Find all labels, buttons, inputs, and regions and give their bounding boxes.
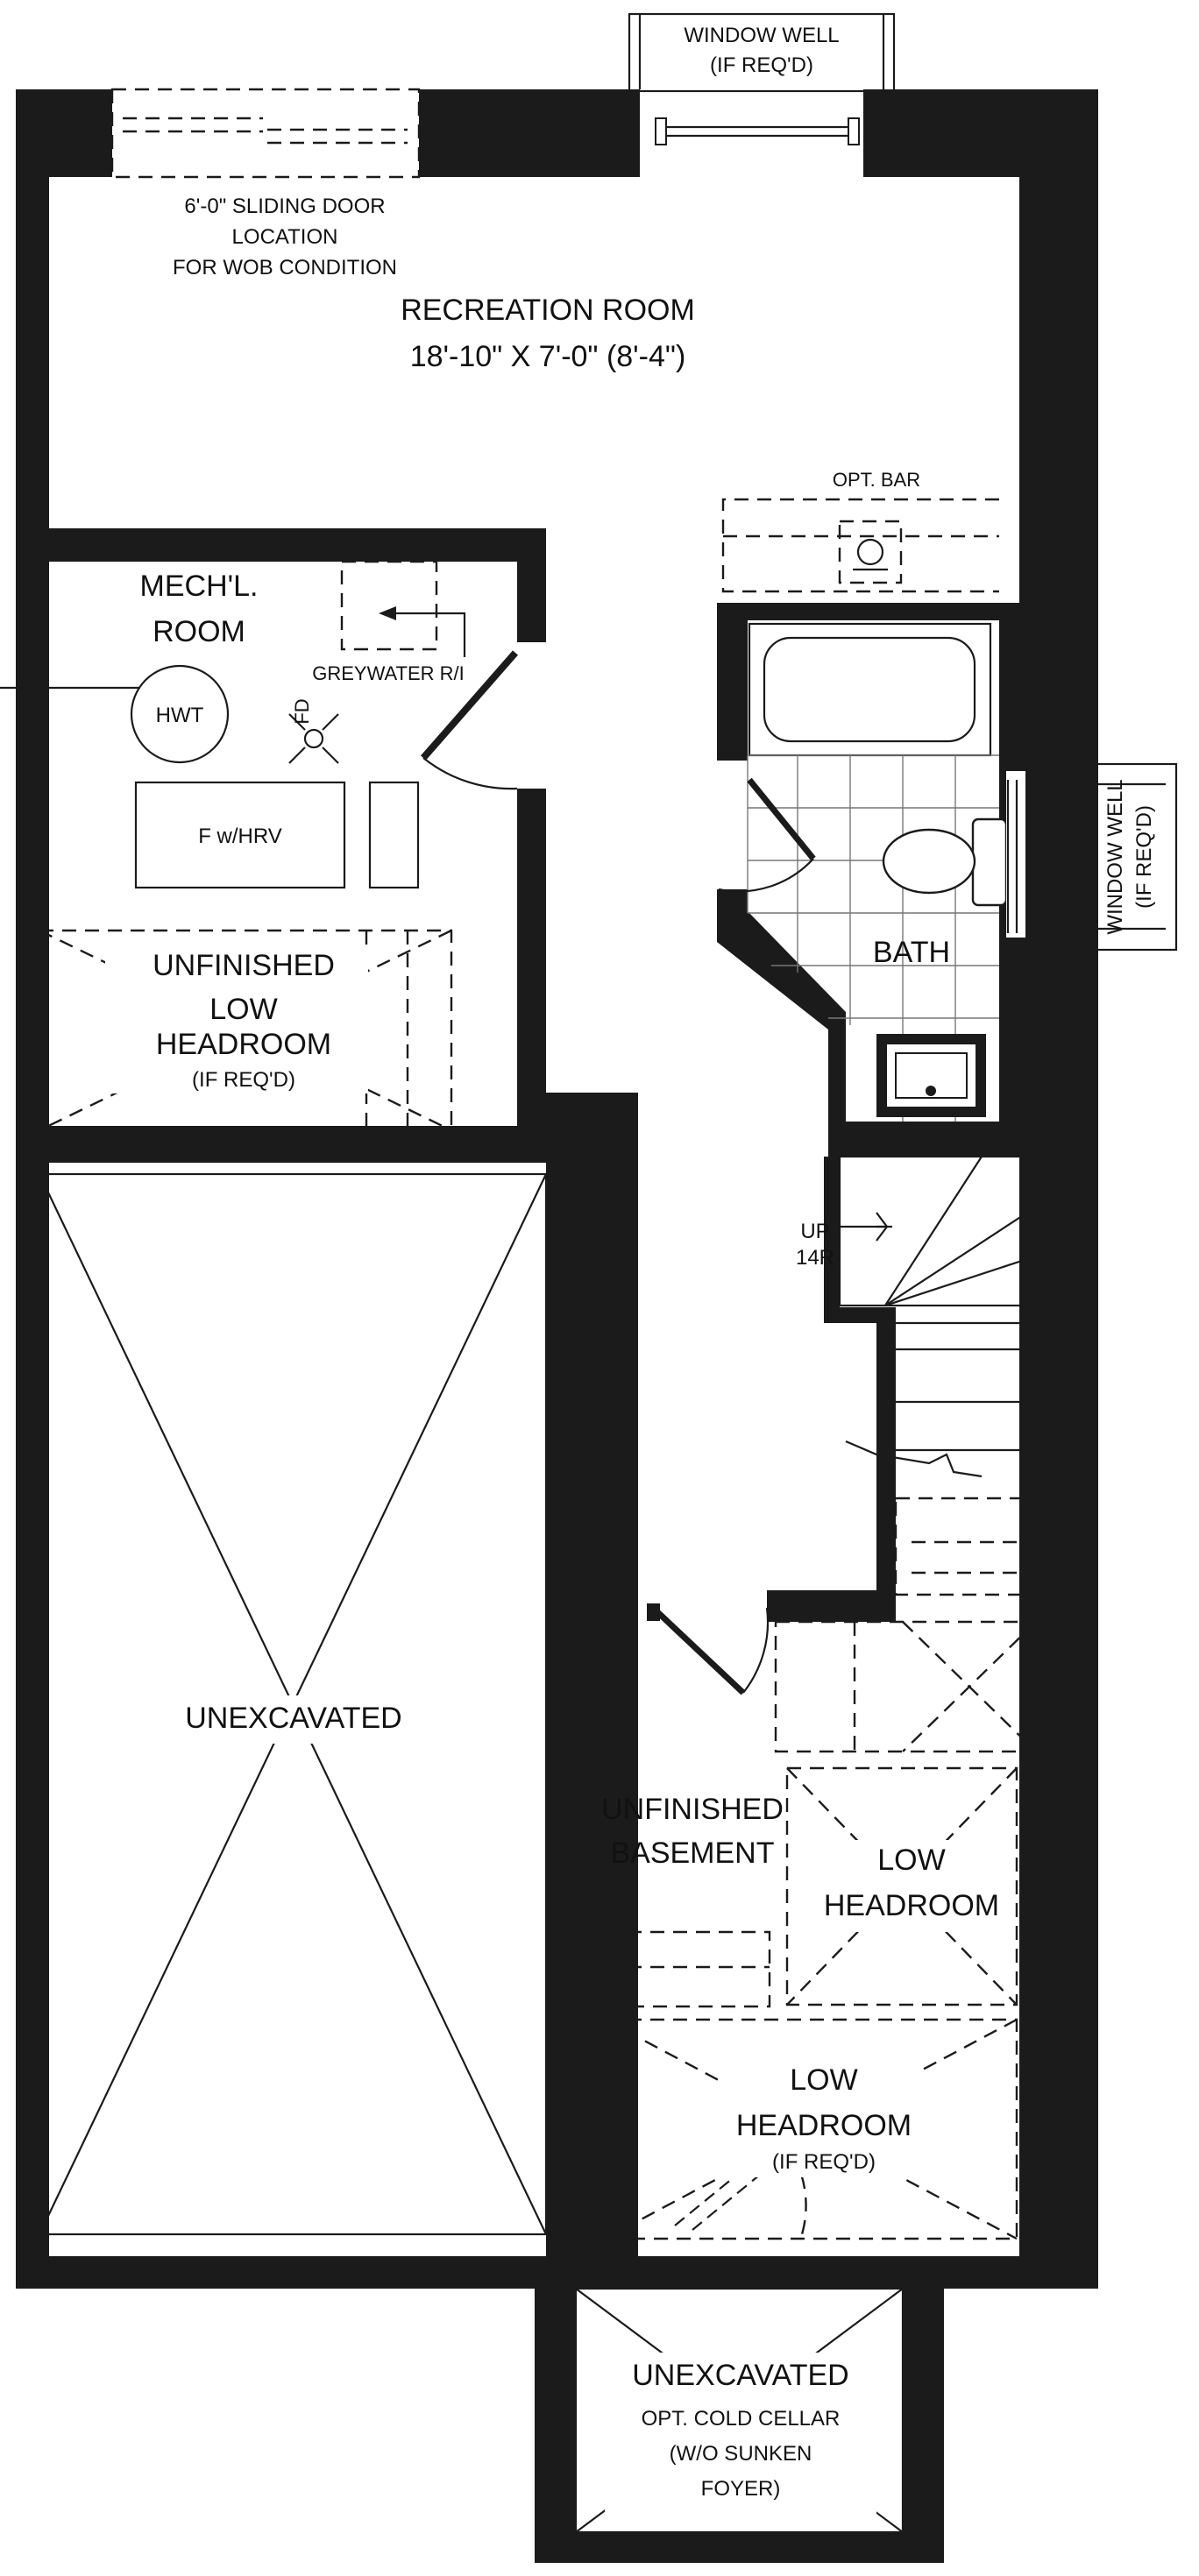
low-headroom-1-label: LOW <box>877 1844 945 1877</box>
cold-cellar-foyer: FOYER) <box>701 2477 781 2501</box>
unexcavated-area: UNEXCAVATED <box>38 1172 548 2236</box>
basement-door <box>650 1605 770 1695</box>
mech-room-label: MECH'L. <box>140 570 259 603</box>
if-req-mech-label: (IF REQ'D) <box>192 1068 295 1092</box>
basement-label: BASEMENT <box>610 1836 774 1870</box>
optional-bar: OPT. BAR <box>721 469 999 593</box>
cold-cellar-label: OPT. COLD CELLAR <box>642 2407 841 2431</box>
stairs: UP 14R <box>796 1155 1038 1596</box>
unexcavated-label: UNEXCAVATED <box>185 1702 401 1735</box>
unfinished-basement-label: UNFINISHED <box>601 1793 784 1826</box>
low-mech-label: LOW <box>209 993 277 1026</box>
greywater-label: GREYWATER R/I <box>312 662 465 684</box>
low-headroom-1-headroom: HEADROOM <box>824 1889 999 1922</box>
window-well-right: WINDOW WELL (IF REQ'D) <box>1006 762 1178 952</box>
sliding-door: 6'-0" SLIDING DOOR LOCATION FOR WOB COND… <box>110 88 421 280</box>
bathroom: BATH <box>718 622 1008 1122</box>
mech-room-label-2: ROOM <box>153 615 245 648</box>
unfinished-mech-label: UNFINISHED <box>153 949 335 982</box>
hwt-label: HWT <box>156 704 204 727</box>
low-headroom-2-ifreq: (IF REQ'D) <box>772 2150 876 2174</box>
window-well-top-note: (IF REQ'D) <box>710 53 813 77</box>
recreation-room-size: 18'-10" X 7'-0" (8'-4") <box>410 340 686 373</box>
stair-up-label: UP <box>800 1220 829 1243</box>
cold-cellar: UNEXCAVATED OPT. COLD CELLAR (W/O SUNKEN… <box>574 2287 905 2534</box>
fd-label: FD <box>291 698 313 724</box>
window-well-top-label: WINDOW WELL <box>684 24 839 47</box>
opt-bar-label: OPT. BAR <box>833 469 920 491</box>
cold-cellar-unexcavated: UNEXCAVATED <box>632 2359 848 2392</box>
stair-risers-label: 14R <box>796 1246 834 1270</box>
sliding-door-label: 6'-0" SLIDING DOOR <box>184 195 385 218</box>
furnace-label: F w/HRV <box>198 824 282 848</box>
interior-walls <box>16 528 1019 2256</box>
low-headroom-2-headroom: HEADROOM <box>736 2109 912 2142</box>
unfinished-basement: UNFINISHED BASEMENT LOW HEADROOM LOW HEA… <box>601 1620 1038 2240</box>
window-well-right-label: WINDOW WELL <box>1103 779 1127 934</box>
recreation-room-name: RECREATION ROOM <box>401 294 695 327</box>
exterior-walls <box>16 89 1098 2563</box>
cold-cellar-note: (W/O SUNKEN <box>670 2442 812 2466</box>
bath-label: BATH <box>873 936 950 969</box>
window-well-right-note: (IF REQ'D) <box>1132 805 1156 909</box>
headroom-mech-label: HEADROOM <box>156 1028 331 1061</box>
window-well-top: WINDOW WELL (IF REQ'D) <box>628 12 896 145</box>
mech-room: MECH'L. ROOM GREYWATER R/I HWT FD F w/HR… <box>0 560 519 1132</box>
sliding-door-location: LOCATION <box>232 225 338 249</box>
low-headroom-2-label: LOW <box>790 2063 857 2097</box>
sliding-door-condition: FOR WOB CONDITION <box>173 256 397 280</box>
